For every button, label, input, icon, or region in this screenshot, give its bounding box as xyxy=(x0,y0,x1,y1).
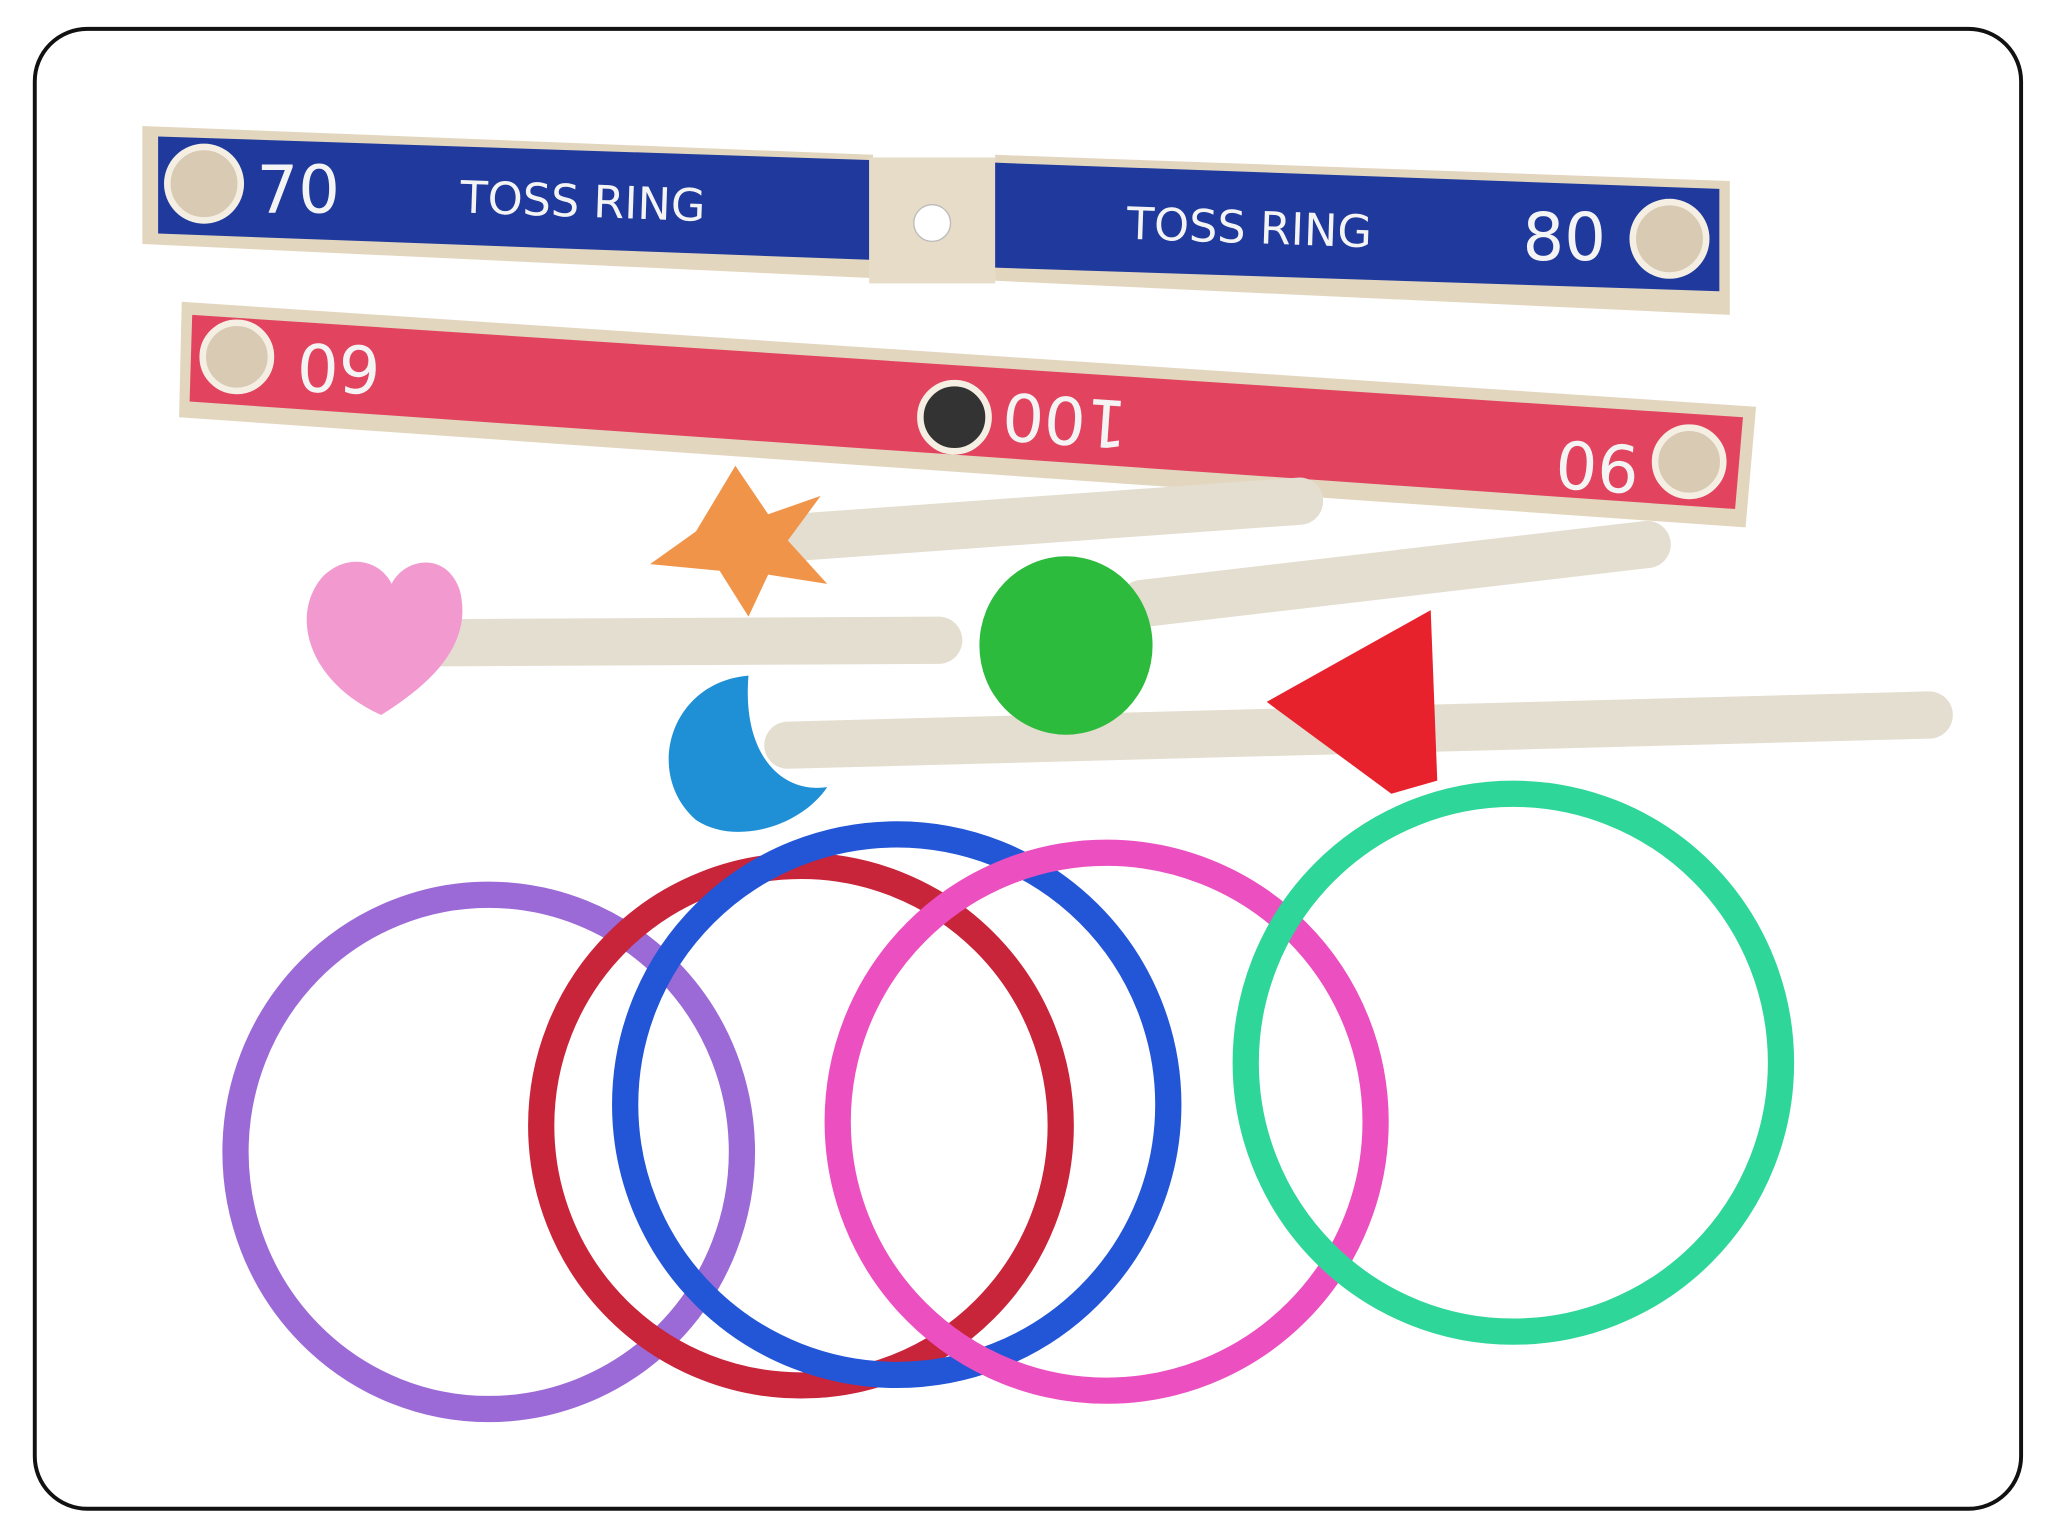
toss-ring-label-left: TOSS RING xyxy=(458,172,706,233)
blue-score-bar: 70 TOSS RING TOSS RING 80 xyxy=(142,125,1730,315)
score-90: 90 xyxy=(1553,424,1642,506)
peg-hole xyxy=(199,319,275,395)
peg-hole xyxy=(917,379,992,455)
star-peg-icon xyxy=(650,465,828,617)
score-80: 80 xyxy=(1523,200,1606,276)
score-60: 60 xyxy=(296,327,382,406)
score-70: 70 xyxy=(256,153,339,229)
blue-ring xyxy=(612,821,1182,1389)
score-100: 100 xyxy=(1000,377,1130,462)
pegs xyxy=(306,465,1953,832)
moon-peg-icon xyxy=(668,675,828,832)
triangle-peg-icon xyxy=(1266,610,1438,794)
pink-ring xyxy=(824,839,1389,1404)
peg-hole xyxy=(1651,424,1727,500)
toss-ring-label-right: TOSS RING xyxy=(1125,198,1373,259)
green-ring xyxy=(1232,780,1795,1345)
heart-peg-icon xyxy=(306,561,463,716)
circle-peg-icon xyxy=(979,556,1153,735)
rings xyxy=(222,780,1795,1423)
purple-ring xyxy=(222,881,756,1423)
red-ring xyxy=(528,852,1074,1399)
red-score-bar: 60 100 90 xyxy=(179,301,1757,528)
peg-hole xyxy=(1629,198,1710,279)
peg-hole xyxy=(164,143,245,224)
